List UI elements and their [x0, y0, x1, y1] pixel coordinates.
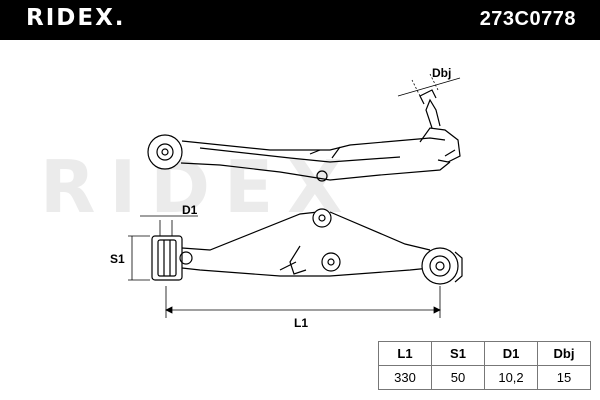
spec-header-dbj: Dbj — [537, 341, 591, 366]
dbj-label: Dbj — [432, 66, 452, 80]
spec-value-l1: 330 — [378, 365, 432, 390]
spec-value-d1: 10,2 — [484, 365, 538, 390]
part-number: 273C0778 — [479, 8, 576, 30]
spec-table: L1 S1 D1 Dbj 330 50 10,2 15 — [378, 341, 591, 390]
header-bar: RIDEX. 273C0778 — [0, 0, 600, 40]
spec-value-row: 330 50 10,2 15 — [378, 365, 591, 390]
spec-value-s1: 50 — [431, 365, 485, 390]
spec-value-dbj: 15 — [537, 365, 591, 390]
control-arm-side-view — [151, 208, 463, 285]
l1-label: L1 — [294, 316, 309, 330]
brand-logo: RIDEX. — [26, 5, 126, 31]
spec-header-row: L1 S1 D1 Dbj — [378, 341, 591, 366]
d1-label: D1 — [182, 203, 198, 217]
spec-header-d1: D1 — [484, 341, 538, 366]
spec-header-l1: L1 — [378, 341, 432, 366]
watermark: RIDEX — [40, 145, 357, 229]
technical-drawing — [128, 73, 463, 318]
s1-label: S1 — [110, 252, 125, 266]
spec-header-s1: S1 — [431, 341, 485, 366]
control-arm-top-view — [147, 89, 461, 182]
